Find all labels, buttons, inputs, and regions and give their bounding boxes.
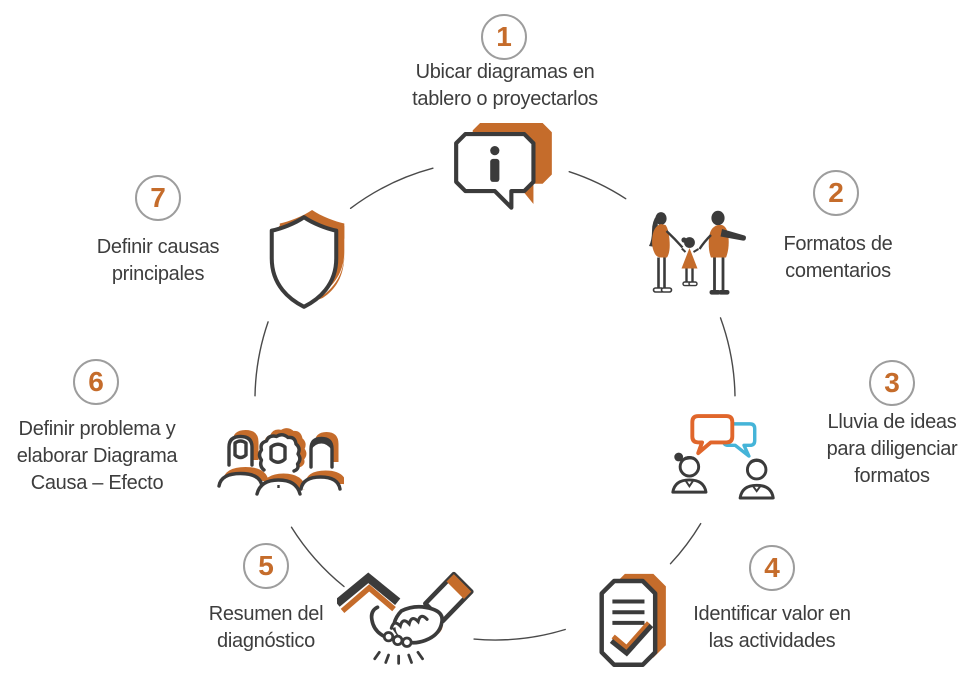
- step-3-label-line3: formatos: [854, 465, 930, 488]
- step-4-label: Identificar valor en las actividades: [666, 601, 878, 655]
- step-3-label-line2: para diligenciar: [826, 438, 958, 461]
- step-1-label-line2: tablero o proyectarlos: [412, 88, 598, 111]
- step-3-label-line1: Lluvia de ideas: [827, 411, 957, 433]
- step-7-label: Definir causas principales: [68, 234, 248, 288]
- step-1-number-badge: 1: [481, 14, 527, 60]
- people-group-icon: [214, 427, 347, 506]
- step-1-label-line1: Ubicar diagramas en: [415, 61, 595, 83]
- step-4-number-badge: 4: [749, 545, 795, 591]
- step-6-label-line1: Definir problema y: [18, 418, 176, 440]
- step-2-number-badge: 2: [813, 170, 859, 216]
- step-4-label-line1: Identificar valor en: [693, 603, 851, 625]
- step-6-label: Definir problema y elaborar Diagrama Cau…: [2, 416, 192, 498]
- step-6-label-line3: Causa – Efecto: [30, 472, 164, 495]
- step-3-number-badge: 3: [869, 360, 915, 406]
- handshake-icon: [334, 560, 475, 677]
- step-7-number-badge: 7: [135, 175, 181, 221]
- step-2-label: Formatos de comentarios: [741, 231, 935, 285]
- checklist-document-icon: [591, 572, 673, 677]
- info-speech-bubbles-icon: [448, 123, 560, 220]
- step-5-label: Resumen del diagnóstico: [176, 601, 356, 655]
- shield-icon: [261, 210, 347, 319]
- conversation-icon: [666, 414, 783, 507]
- step-2-label-line2: comentarios: [785, 260, 891, 283]
- step-5-number-badge: 5: [243, 543, 289, 589]
- step-2-label-line1: Formatos de: [783, 233, 893, 255]
- step-1-label: Ubicar diagramas en tablero o proyectarl…: [385, 59, 625, 113]
- step-5-label-line2: diagnóstico: [217, 630, 315, 653]
- step-7-label-line1: Definir causas: [96, 236, 220, 258]
- step-4-label-line2: las actividades: [708, 630, 836, 653]
- step-3-label: Lluvia de ideas para diligenciar formato…: [802, 409, 980, 491]
- family-figures-icon: [637, 209, 747, 306]
- step-7-label-line2: principales: [111, 263, 205, 286]
- step-6-label-line2: elaborar Diagrama: [16, 445, 178, 468]
- step-6-number-badge: 6: [73, 359, 119, 405]
- step-5-label-line1: Resumen del: [208, 603, 324, 625]
